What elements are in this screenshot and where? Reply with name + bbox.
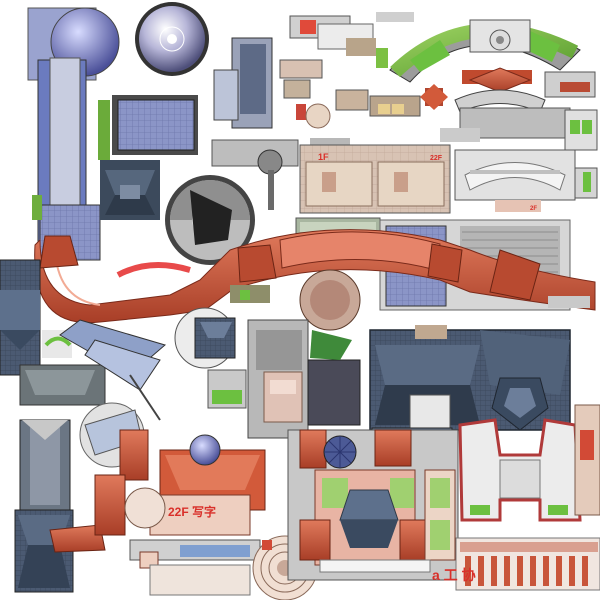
long-orange-building [34,219,596,331]
slate-pavilion [100,160,160,220]
red-office-22f: 22F 写字 [49,429,266,596]
red-courtyard-center [287,429,459,581]
glass-canopy [59,319,167,421]
floor-label-22f: 22F [430,155,443,162]
bottom-left-towers [14,402,145,593]
bottom-sign-text: a 工 协 [432,567,476,583]
floor-label-1f: 1F [318,152,329,162]
bottom-right-long-building: a 工 协 [432,537,600,591]
red-outline-courtyard [458,404,600,522]
floor-label-22f-office: 22F 写字 [168,504,216,519]
small-buildings-top [213,12,421,148]
curved-green-roof-complex [389,19,596,113]
round-dome-building [135,2,209,76]
center-gray-block [247,319,361,439]
floor-label-2f: 2F [530,206,537,212]
blue-square-building [174,307,247,409]
circular-stadium [165,175,255,265]
auditorium-building: 2F [454,149,598,212]
tall-blue-building [27,7,120,261]
right-garden-block [440,107,598,151]
beige-twin-building: 1F 22F [211,139,451,237]
left-blue-roof [0,259,106,406]
glass-roof-block [98,95,198,160]
